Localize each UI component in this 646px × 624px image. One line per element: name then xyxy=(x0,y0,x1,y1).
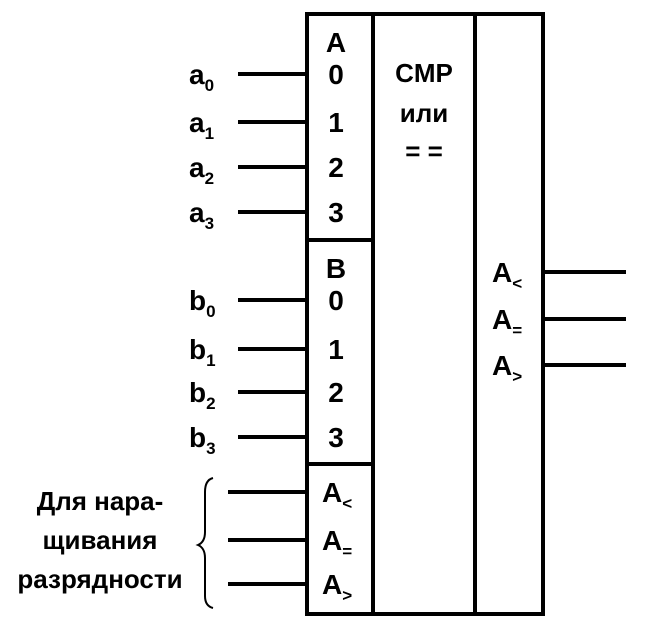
b0-label: b0 xyxy=(189,285,216,321)
cascade-caption-line-3: разрядности xyxy=(17,564,182,594)
b0-label-subscript: 0 xyxy=(206,302,215,321)
output-label-subscript: < xyxy=(512,274,522,293)
cascade-brace xyxy=(195,477,214,609)
cascade-pin-label-subscript: > xyxy=(342,586,352,605)
a3-label-base: a xyxy=(189,197,205,228)
pin-label: 2 xyxy=(328,377,344,408)
b2-label-base: b xyxy=(189,377,206,408)
b1-label-subscript: 1 xyxy=(206,351,215,370)
a2-label-base: a xyxy=(189,152,205,183)
function-label-or: или xyxy=(400,98,448,128)
pin-label: 0 xyxy=(328,59,344,90)
output-label: A> xyxy=(492,350,522,386)
cascade-pin-label: A> xyxy=(322,569,352,605)
output-label-subscript: = xyxy=(512,321,522,340)
cascade-pin-label-base: A xyxy=(322,477,342,508)
group-a-header: A xyxy=(326,27,346,58)
a0-label-base: a xyxy=(189,59,205,90)
cascade-pin-label-subscript: < xyxy=(342,494,352,513)
a1-label-subscript: 1 xyxy=(205,124,214,143)
pin-label: 1 xyxy=(328,334,344,365)
cascade-caption-line-1: Для нара- xyxy=(37,486,164,516)
pin-label: 2 xyxy=(328,152,344,183)
cascade-pin-label-subscript: = xyxy=(342,542,352,561)
a2-label: a2 xyxy=(189,152,214,188)
cascade-caption-line-2: щивания xyxy=(43,525,158,555)
cascade-pin-label: A< xyxy=(322,477,352,513)
cascade-pin-label-base: A xyxy=(322,525,342,556)
a2-label-subscript: 2 xyxy=(205,169,214,188)
a0-label-subscript: 0 xyxy=(205,76,214,95)
cascade-inputs: A<A=A> xyxy=(228,477,352,605)
b0-label-base: b xyxy=(189,285,206,316)
b3-label-subscript: 3 xyxy=(206,439,215,458)
output-label-base: A xyxy=(492,304,512,335)
output-label: A< xyxy=(492,257,522,293)
a1-label: a1 xyxy=(189,107,214,143)
pin-label: 1 xyxy=(328,107,344,138)
b2-label: b2 xyxy=(189,377,216,413)
b3-label: b3 xyxy=(189,422,216,458)
output-label-base: A xyxy=(492,257,512,288)
b1-label: b1 xyxy=(189,334,216,370)
a0-label: a0 xyxy=(189,59,214,95)
function-label-equals: = = xyxy=(405,136,443,166)
b1-label-base: b xyxy=(189,334,206,365)
b2-label-subscript: 2 xyxy=(206,394,215,413)
a3-label: a3 xyxy=(189,197,214,233)
chip-outline xyxy=(305,12,545,616)
pin-label: 0 xyxy=(328,285,344,316)
comparison-outputs: A<A=A> xyxy=(492,257,626,386)
output-label: A= xyxy=(492,304,522,340)
function-label: CMP xyxy=(395,58,453,88)
a1-label-base: a xyxy=(189,107,205,138)
pin-label: 3 xyxy=(328,197,344,228)
group-b-header: B xyxy=(326,253,346,284)
output-label-subscript: > xyxy=(512,367,522,386)
cascade-pin-label: A= xyxy=(322,525,352,561)
a3-label-subscript: 3 xyxy=(205,214,214,233)
cascade-pin-label-base: A xyxy=(322,569,342,600)
pin-label: 3 xyxy=(328,422,344,453)
output-label-base: A xyxy=(492,350,512,381)
b3-label-base: b xyxy=(189,422,206,453)
